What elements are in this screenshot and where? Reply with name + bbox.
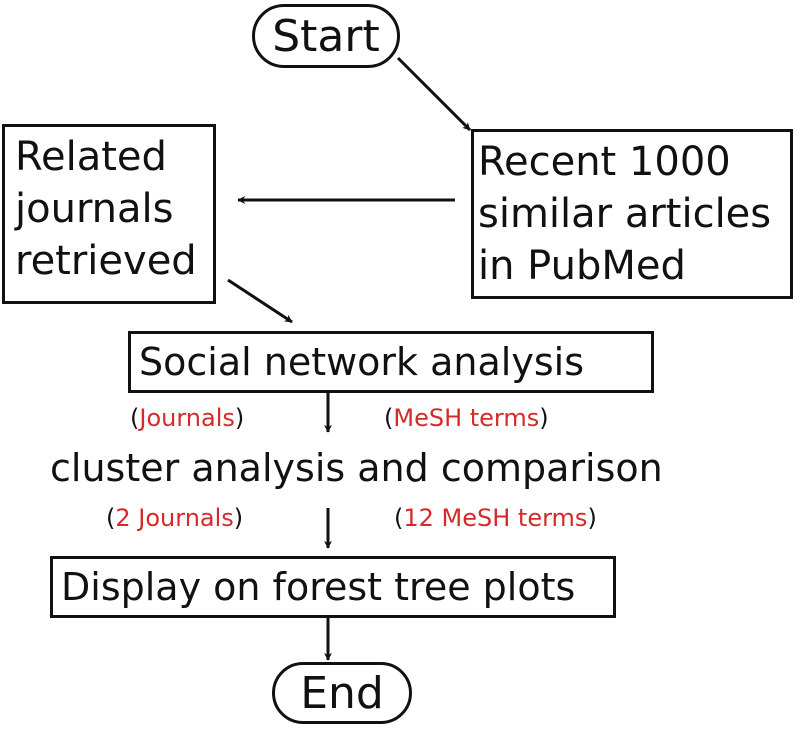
- related-line-1: Related: [15, 134, 167, 180]
- mesh-caption: (MeSH terms): [384, 404, 549, 432]
- recent-articles-node: Recent 1000 similar articles in PubMed: [471, 129, 793, 299]
- related-line-3: retrieved: [15, 238, 197, 284]
- recent-line-3: in PubMed: [478, 243, 686, 289]
- recent-line-2: similar articles: [478, 191, 772, 237]
- end-node: End: [272, 662, 412, 724]
- end-label: End: [300, 667, 384, 719]
- arrow-related-to-sna: [227, 278, 293, 324]
- twelve-mesh-caption-text: 12 MeSH terms: [403, 504, 588, 532]
- social-network-analysis-node: Social network analysis: [128, 331, 654, 393]
- two-journals-caption: (2 Journals): [106, 504, 244, 532]
- twelve-mesh-caption: (12 MeSH terms): [394, 504, 597, 532]
- journals-caption: (Journals): [130, 404, 245, 432]
- two-journals-caption-text: 2 Journals: [115, 504, 234, 532]
- journals-caption-text: Journals: [139, 404, 235, 432]
- arrow-start-to-recent: [396, 56, 472, 132]
- start-label: Start: [272, 10, 380, 62]
- sna-label: Social network analysis: [139, 340, 584, 384]
- display-forest-plots-node: Display on forest tree plots: [50, 556, 616, 618]
- related-line-2: journals: [15, 186, 174, 232]
- related-journals-node: Related journals retrieved: [2, 124, 216, 304]
- recent-line-1: Recent 1000: [478, 139, 731, 185]
- display-label: Display on forest tree plots: [61, 565, 576, 609]
- cluster-analysis-label: cluster analysis and comparison: [50, 446, 663, 490]
- start-node: Start: [252, 4, 400, 68]
- mesh-caption-text: MeSH terms: [393, 404, 540, 432]
